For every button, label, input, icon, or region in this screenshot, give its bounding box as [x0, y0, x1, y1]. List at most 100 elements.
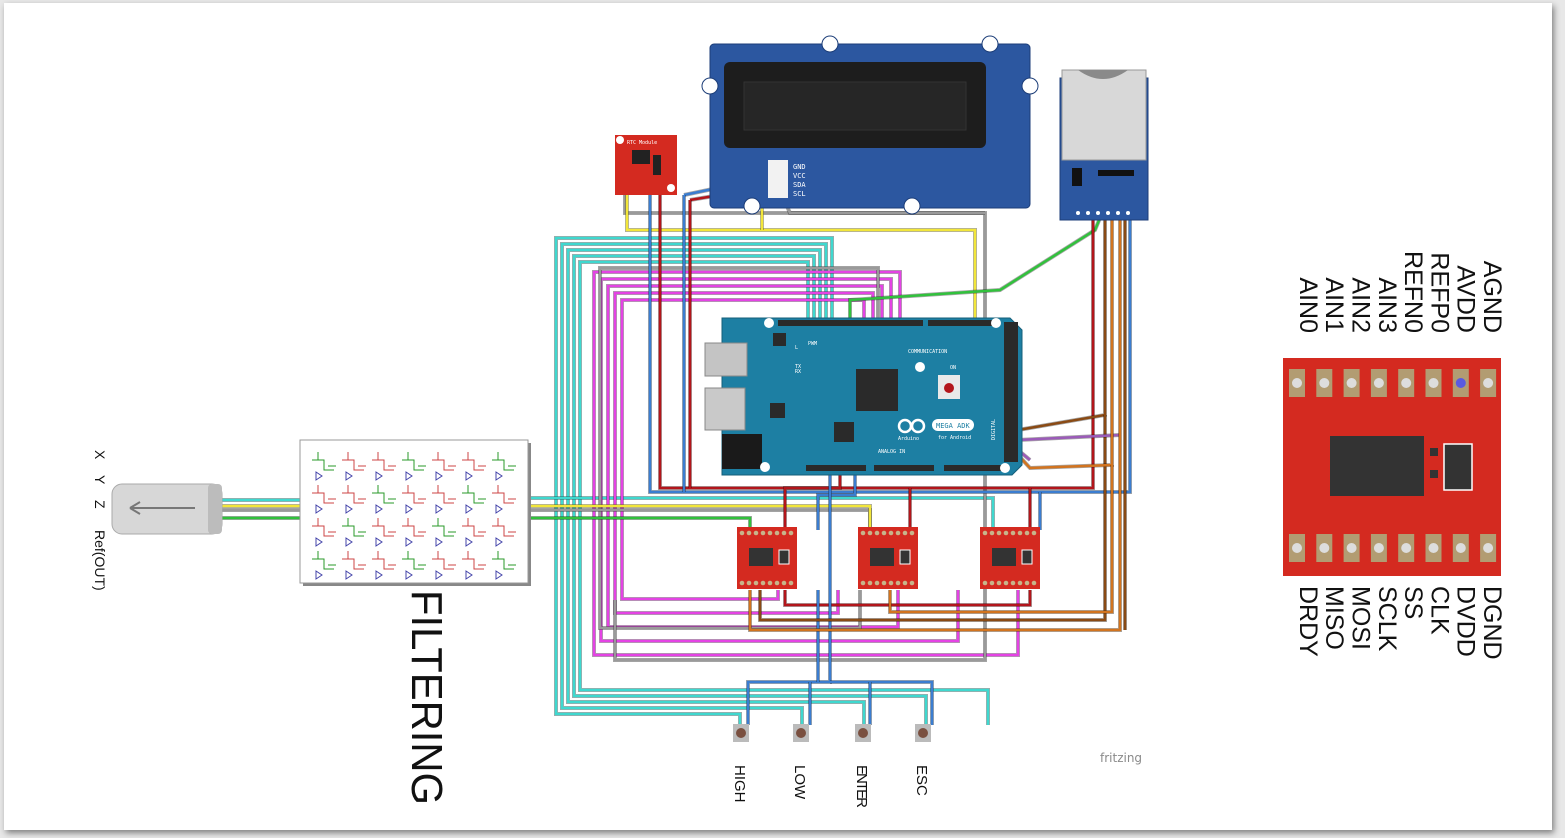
arduino-mega-adk[interactable]: PWM COMMUNICATION ANALOG IN DIGITAL L TX… [704, 317, 1023, 476]
filter-board[interactable] [299, 439, 531, 586]
wire-yellow[interactable] [528, 504, 872, 530]
breadboard-canvas: GND VCC SDA SCL RTC Module PWM COMMU [4, 3, 1552, 830]
ads-pin-label-ain0: AIN0 [1294, 277, 1322, 333]
schematic-trace [462, 518, 486, 537]
ads-pin-label-refn0: REFN0 [1399, 251, 1427, 333]
schematic-trace [402, 551, 426, 570]
wire-magenta[interactable] [613, 291, 875, 615]
sensor-label-x: X [92, 450, 108, 460]
header-pin[interactable] [1319, 543, 1330, 553]
header-pin[interactable] [1292, 543, 1302, 553]
header-pin[interactable] [1346, 378, 1357, 388]
lcd-pin-sda: SDA [793, 181, 806, 189]
pushbutton-high[interactable]: HIGH [731, 724, 749, 803]
wire-red[interactable] [658, 195, 1095, 490]
wire-green[interactable] [848, 217, 1102, 318]
op-amp-symbol [315, 570, 323, 580]
header-pin[interactable] [1401, 378, 1412, 388]
led-l-label: L [795, 345, 798, 351]
wire-cyan[interactable] [528, 496, 995, 530]
wire-cyan[interactable] [566, 248, 866, 725]
schematic-trace [342, 518, 366, 537]
led-tx-label: TX [795, 364, 801, 370]
pushbutton-low[interactable]: LOW [791, 724, 809, 800]
button-label: LOW [791, 765, 808, 800]
wire-cyan[interactable] [554, 236, 834, 725]
wire-orange[interactable] [1017, 218, 1114, 470]
op-amp-symbol [345, 471, 353, 481]
op-amp-symbol [435, 471, 443, 481]
header-pin[interactable] [1428, 378, 1439, 388]
sd-card-module[interactable] [1059, 69, 1149, 221]
header-pin[interactable] [1319, 378, 1330, 388]
arduino-model: MEGA ADK [936, 422, 971, 430]
pushbutton-enter[interactable]: ENTER [853, 724, 871, 808]
op-amp-symbol [375, 504, 383, 514]
schematic-trace [312, 551, 336, 570]
wire-orange[interactable] [748, 218, 1122, 632]
wire-cyan[interactable] [560, 242, 828, 725]
wires [222, 173, 1132, 725]
schematic-trace [342, 485, 366, 504]
schematic-trace [432, 551, 456, 570]
rtc-module[interactable]: RTC Module [615, 135, 677, 195]
op-amp-symbol [375, 471, 383, 481]
schematic-trace [462, 452, 486, 471]
wire-purple[interactable] [1017, 433, 1121, 442]
op-amp-symbol [465, 570, 473, 580]
adc-breakout-module[interactable] [858, 527, 918, 589]
wire-cyan-outline [528, 496, 995, 530]
header-pin[interactable] [1401, 543, 1412, 553]
accelerometer-sensor[interactable] [111, 483, 223, 535]
schematic-trace [492, 452, 516, 471]
schematic-trace [492, 518, 516, 537]
button-label: ESC [913, 765, 930, 796]
fritzing-watermark: fritzing [1100, 751, 1142, 765]
header-pin[interactable] [1455, 543, 1466, 553]
header-pin[interactable] [1373, 543, 1384, 553]
filtering-label: FILTERING [402, 590, 451, 805]
op-amp-symbol [315, 504, 323, 514]
wire-blue[interactable] [648, 195, 1132, 494]
op-amp-symbol [405, 537, 413, 547]
wire-green[interactable] [528, 516, 752, 530]
wire-red-outline [783, 590, 1032, 607]
wire-cyan[interactable] [572, 254, 928, 725]
header-pin[interactable] [1346, 543, 1357, 553]
wire-magenta[interactable] [620, 298, 866, 601]
op-amp-symbol [435, 504, 443, 514]
schematic-trace [432, 485, 456, 504]
schematic-trace [402, 485, 426, 504]
adc-breakout-module[interactable] [980, 527, 1040, 589]
led-rx-label: RX [795, 369, 801, 375]
wire-blue[interactable] [816, 475, 857, 530]
pushbutton-esc[interactable]: ESC [913, 724, 931, 796]
header-pin[interactable] [1428, 543, 1439, 553]
ads1256-module[interactable] [1283, 358, 1501, 576]
wire-orange[interactable] [888, 465, 1114, 614]
schematic-trace [432, 452, 456, 471]
op-amp-symbol [345, 504, 353, 514]
wire-blue[interactable] [746, 475, 832, 725]
button-label: HIGH [731, 765, 748, 803]
digital-label: DIGITAL [991, 419, 997, 440]
wire-magenta[interactable] [592, 270, 1020, 657]
sensor-label-y: Y [92, 475, 108, 485]
header-pin[interactable] [1455, 378, 1466, 388]
wire-yellow[interactable] [625, 190, 977, 318]
op-amp-symbol [435, 537, 443, 547]
lcd-display[interactable]: GND VCC SDA SCL [701, 35, 1039, 215]
wire-red[interactable] [783, 590, 1032, 607]
schematic-trace [462, 485, 486, 504]
ads-pin-label-sclk: SCLK [1373, 586, 1401, 652]
wire-red[interactable] [783, 475, 842, 530]
wire-brown[interactable] [758, 415, 1107, 622]
wire-gray[interactable] [598, 266, 880, 630]
schematic-trace [342, 452, 366, 471]
wire-blue[interactable] [830, 680, 934, 725]
header-pin[interactable] [1483, 543, 1494, 553]
header-pin[interactable] [1483, 378, 1494, 388]
header-pin[interactable] [1373, 378, 1384, 388]
adc-breakout-module[interactable] [737, 527, 797, 589]
header-pin[interactable] [1292, 378, 1302, 388]
